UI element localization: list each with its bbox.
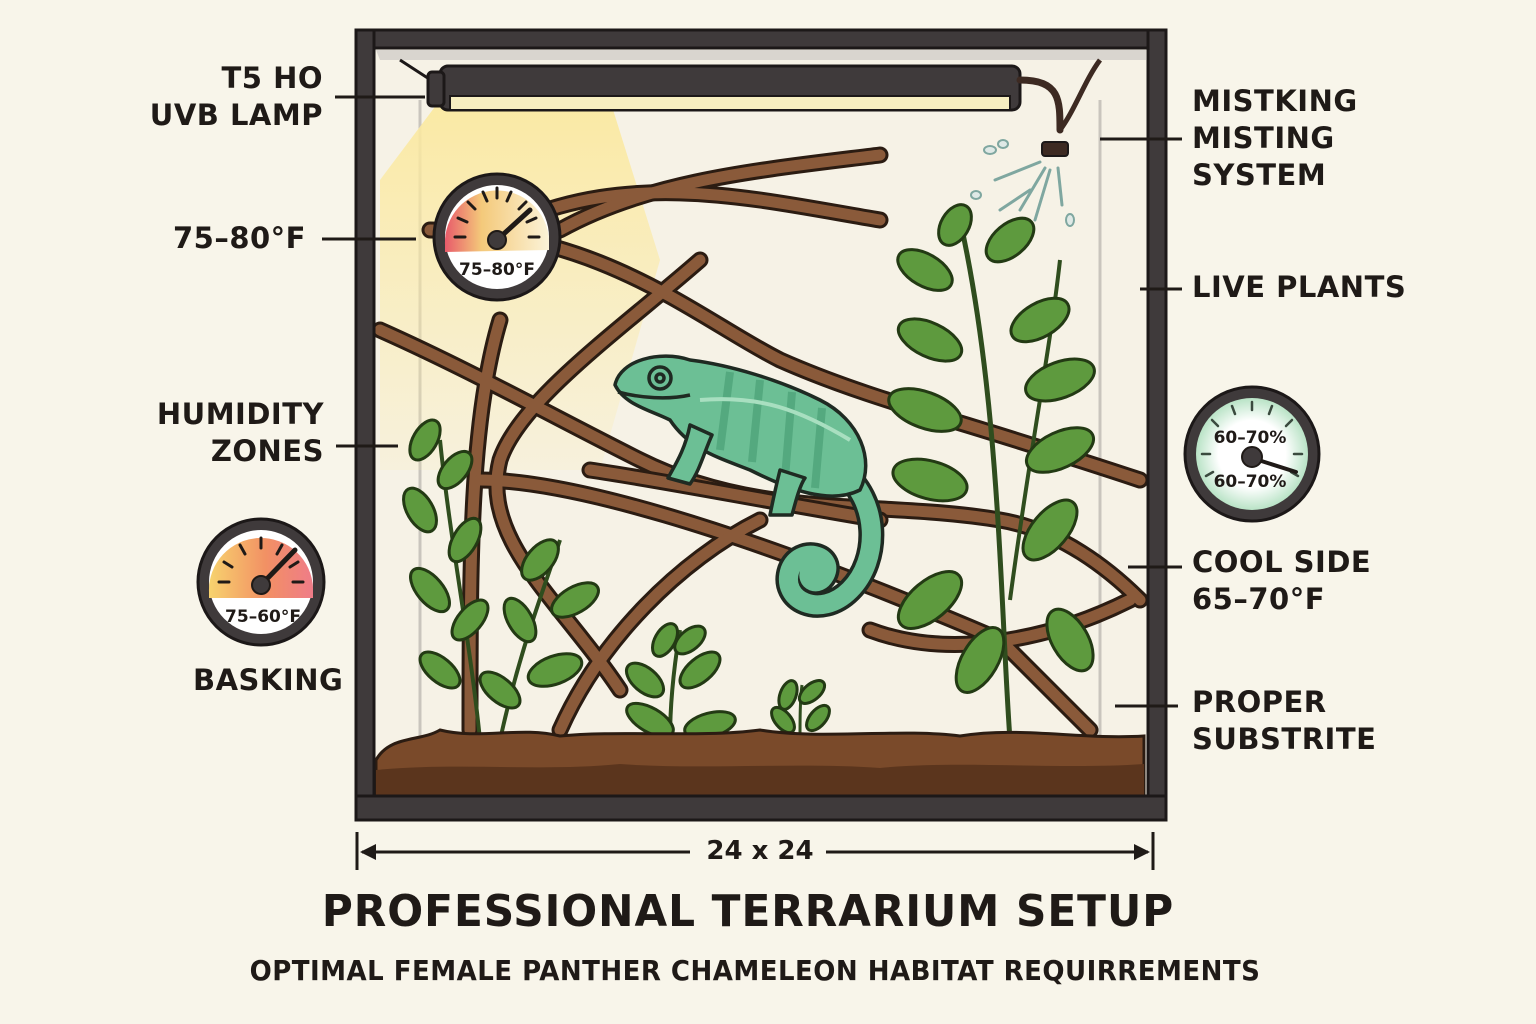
callout-humidity-zones-line1: HUMIDITY [156, 397, 324, 431]
hygrometer-reading-top: 60–70% [1214, 428, 1287, 448]
callout-substrate: PROPER SUBSTRITE [1192, 684, 1376, 758]
chameleon [613, 354, 885, 618]
callout-substrate-line2: SUBSTRITE [1192, 722, 1377, 756]
callout-substrate-line1: PROPER [1192, 685, 1327, 719]
page-subtitle: OPTIMAL FEMALE PANTHER CHAMELEON HABITAT… [249, 954, 1261, 987]
uvb-lamp [399, 58, 1022, 112]
callout-temperature: 75–80°F [173, 220, 306, 257]
hygrometer-reading-bottom: 60–70% [1214, 472, 1287, 492]
callout-uvb-lamp: T5 HO UVB LAMP [150, 60, 323, 134]
plant-left [402, 418, 600, 741]
callout-basking: BASKING [193, 662, 343, 699]
thermometer-reading: 75–80°F [459, 260, 535, 280]
thermometer-gauge: 75–80°F [432, 172, 562, 302]
plants [402, 203, 1096, 741]
callout-misting: MISTKING MISTING SYSTEM [1192, 83, 1358, 194]
callout-temperature-line1: 75–80°F [172, 221, 306, 255]
callout-cool-side: COOL SIDE 65–70°F [1192, 544, 1371, 618]
basking-gauge: 75–60°F [196, 517, 326, 647]
callout-live-plants-line1: LIVE PLANTS [1192, 270, 1407, 304]
callout-uvb-lamp-line2: UVB LAMP [149, 98, 323, 132]
misting-nozzle [970, 58, 1103, 227]
dimension-label: 24 x 24 [706, 836, 814, 866]
hygrometer-gauge: 60–70% 60–70% [1183, 385, 1321, 523]
callout-live-plants: LIVE PLANTS [1192, 269, 1406, 306]
callout-misting-line2: MISTING [1192, 121, 1335, 155]
callout-humidity-zones-line2: ZONES [210, 434, 324, 468]
callout-basking-line1: BASKING [193, 663, 344, 697]
page-title: PROFESSIONAL TERRARIUM SETUP [321, 886, 1175, 937]
callout-cool-side-line2: 65–70°F [1192, 582, 1326, 616]
callout-misting-line1: MISTKING [1192, 84, 1358, 118]
tall-plant-right [887, 203, 1096, 741]
dimension-line [355, 832, 1155, 870]
callout-humidity-zones: HUMIDITY ZONES [157, 396, 324, 470]
basking-reading: 75–60°F [225, 607, 301, 627]
callout-cool-side-line1: COOL SIDE [1192, 545, 1372, 579]
perch-branch [581, 461, 889, 529]
callout-lines [322, 95, 1182, 708]
callout-misting-line3: SYSTEM [1192, 158, 1327, 192]
terrarium-frame [354, 28, 1168, 822]
substrate-soil [374, 728, 1146, 798]
callout-uvb-lamp-line1: T5 HO [221, 61, 323, 95]
